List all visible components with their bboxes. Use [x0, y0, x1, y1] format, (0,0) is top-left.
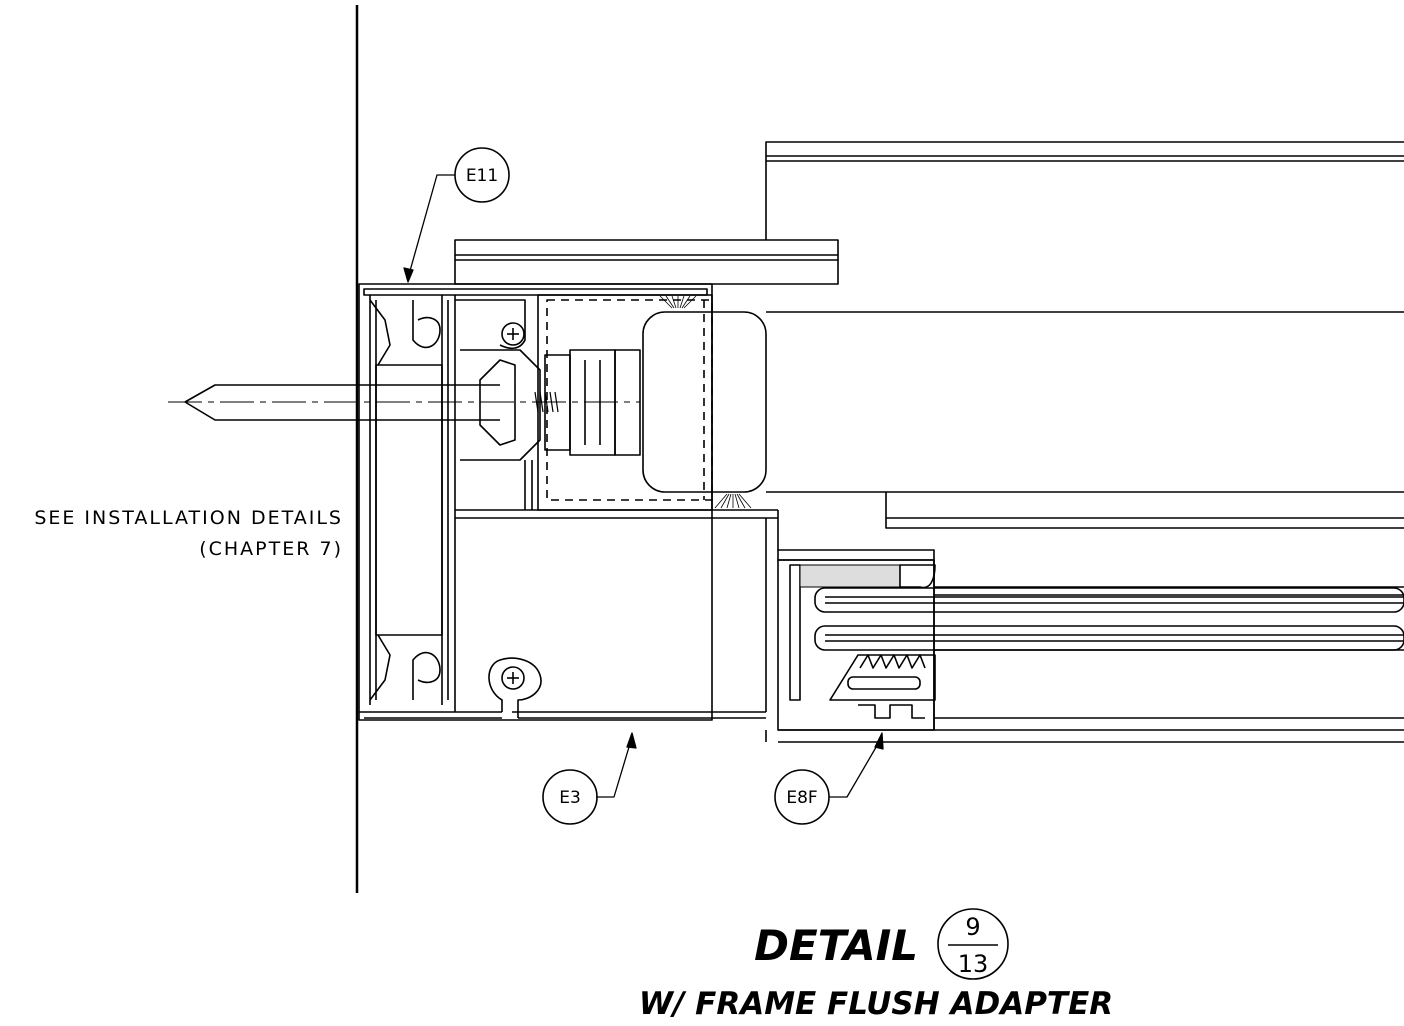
glazing-pocket [455, 294, 778, 519]
screw-lower-icon [501, 666, 525, 690]
callout-e11: E11 [454, 147, 510, 203]
e8f-flush-adapter [765, 549, 1404, 743]
callout-e3-label: E3 [559, 788, 581, 808]
seal-brush-bottom [714, 493, 752, 509]
anchor-fastener [168, 384, 640, 421]
detail-reference-bubble [937, 908, 1009, 980]
detail-label: DETAIL [754, 921, 918, 970]
e11-frame-profile [358, 283, 713, 721]
callout-e3: E3 [542, 769, 598, 825]
installation-note-line1: SEE INSTALLATION DETAILS [34, 507, 343, 529]
callout-e11-label: E11 [466, 166, 498, 186]
leader-lines [403, 174, 884, 798]
callout-e8f-label: E8F [786, 788, 817, 808]
screw-upper-icon [501, 322, 525, 346]
detail-subtitle: W/ FRAME FLUSH ADAPTER [639, 986, 1113, 1022]
seal-brush-top [659, 295, 697, 309]
upper-panel [765, 141, 1404, 529]
top-cap [454, 239, 839, 285]
callout-e8f: E8F [774, 769, 830, 825]
sheet-number: 13 [958, 950, 989, 978]
detail-number: 9 [965, 913, 980, 941]
installation-note-line2: (CHAPTER 7) [199, 538, 343, 560]
detail-title: DETAIL 9 13 W/ FRAME FLUSH ADAPTER [639, 908, 1113, 1022]
lower-chamber [488, 510, 779, 719]
